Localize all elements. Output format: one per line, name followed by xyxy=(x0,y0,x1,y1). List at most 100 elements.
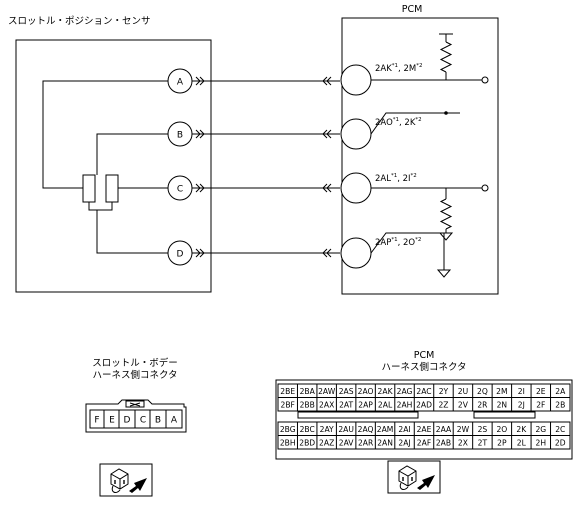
pcm-connector-pin: 2N xyxy=(497,400,508,409)
pcm-connector-pin: 2S xyxy=(478,425,488,434)
pcm-connector-pin: 2AP xyxy=(358,400,373,409)
harness-view-icon xyxy=(387,460,441,494)
pcm-terminal-2 xyxy=(340,118,372,150)
pcm-connector-pin: 2T xyxy=(478,438,488,447)
pcm-terminal-4 xyxy=(340,237,372,269)
pcm-connector-pin: 2L xyxy=(517,438,527,447)
body-connector-pin: E xyxy=(109,416,115,426)
pcm-terminal-1 xyxy=(340,64,372,96)
body-connector-face xyxy=(85,399,187,433)
sensor-title: スロットル・ポジション・センサ xyxy=(8,16,151,27)
pcm-connector-pin: 2AH xyxy=(397,400,413,409)
body-connector-pins: F E D C B A xyxy=(94,416,178,426)
pcm-terminal-labels: 2AK*1, 2M*2 2AO*1, 2K*2 2AL*1, 2I*2 2AP*… xyxy=(375,63,422,248)
body-connector-pin: C xyxy=(140,416,146,426)
sensor-pins: A B C D xyxy=(167,68,193,266)
pcm-connector-pin: 2AZ xyxy=(319,438,334,447)
pcm-connector-pin: 2AS xyxy=(339,387,354,396)
pcm-connector-pin: 2G xyxy=(535,425,546,434)
pcm-terminal-3 xyxy=(340,172,372,204)
pcm-connector-pin: 2V xyxy=(458,400,469,409)
pcm-connector-pin: 2J xyxy=(518,400,525,409)
pcm-connector-pin: 2AG xyxy=(397,387,413,396)
pcm-connector-pin: 2AE xyxy=(417,425,432,434)
pcm-connector-pin: 2C xyxy=(555,425,565,434)
pcm-connector-pin: 2AB xyxy=(436,438,451,447)
pcm-connector-pin: 2O xyxy=(496,425,507,434)
pcm-terminal-label: 2AP*1, 2O*2 xyxy=(375,237,421,248)
sensor-pin-c: C xyxy=(167,175,193,201)
pcm-connector-pin: 2BB xyxy=(300,400,315,409)
body-connector-pin: B xyxy=(155,416,161,426)
pcm-connector-pin: 2W xyxy=(457,425,470,434)
pcm-connector-pin: 2AT xyxy=(339,400,353,409)
pcm-connector-pin: 2AJ xyxy=(398,438,410,447)
pcm-connector-pin: 2Y xyxy=(439,387,449,396)
body-connector-pin: D xyxy=(124,416,131,426)
body-connector-pin: F xyxy=(94,416,99,426)
pcm-connector-pin: 2BA xyxy=(300,387,316,396)
sensor-internal-wiring xyxy=(42,80,168,254)
pcm-connector-pin: 2BF xyxy=(281,400,295,409)
pcm-box xyxy=(341,17,499,295)
pcm-connector-pin: 2AA xyxy=(436,425,452,434)
pcm-terminals xyxy=(340,64,372,269)
pcm-connector-pin: 2AO xyxy=(358,387,374,396)
pcm-connector-pin: 2AR xyxy=(358,438,374,447)
pcm-connector-pin: 2Z xyxy=(438,400,448,409)
pcm-connector-pin: 2AF xyxy=(417,438,431,447)
sensor-pin-label: A xyxy=(177,78,184,88)
sensor-pin-d: D xyxy=(167,240,193,266)
pcm-connector-pin: 2D xyxy=(555,438,566,447)
body-connector-title-1: スロットル・ボデー xyxy=(92,357,178,369)
pcm-connector-pin: 2I xyxy=(518,387,525,396)
harness-wires xyxy=(192,80,340,254)
pcm-connector-pin: 2AV xyxy=(339,438,355,447)
sensor-box xyxy=(15,39,212,293)
pcm-connector-pin: 2U xyxy=(458,387,468,396)
pcm-connector-pin: 2AU xyxy=(338,425,354,434)
pcm-connector-pin: 2AY xyxy=(320,425,334,434)
pcm-connector-pin: 2AL xyxy=(378,400,393,409)
pcm-connector-pin: 2AD xyxy=(416,400,432,409)
pcm-connector-pin: 2AQ xyxy=(358,425,374,434)
pcm-connector-pin: 2A xyxy=(555,387,566,396)
pcm-connector-pin: 2F xyxy=(536,400,545,409)
harness-view-icon xyxy=(99,463,153,497)
pcm-connector-pin: 2BH xyxy=(280,438,296,447)
pcm-connector-pin: 2E xyxy=(536,387,546,396)
pcm-connector-pin: 2AM xyxy=(377,425,394,434)
pcm-terminal-label: 2AO*1, 2K*2 xyxy=(375,117,422,128)
pcm-connector-pin: 2R xyxy=(477,400,488,409)
pcm-connector-pin: 2BG xyxy=(280,425,296,434)
pcm-connector-pin: 2P xyxy=(497,438,507,447)
pcm-internal-wiring xyxy=(370,33,482,278)
pcm-connector-pin: 2AI xyxy=(398,425,410,434)
pcm-terminal-label: 2AK*1, 2M*2 xyxy=(375,63,422,74)
sensor-pin-label: C xyxy=(177,185,183,195)
potentiometer-symbol xyxy=(82,174,122,211)
pcm-connector-pin: 2BE xyxy=(280,387,295,396)
sensor-side-chevrons xyxy=(195,76,205,258)
pcm-connector-pin: 2BC xyxy=(300,425,315,434)
pcm-connector-pin: 2AN xyxy=(377,438,393,447)
body-connector-title-2: ハーネス側コネクタ xyxy=(92,369,177,381)
pcm-connector-pin: 2AW xyxy=(318,387,336,396)
pcm-connector-pin: 2X xyxy=(458,438,468,447)
pcm-title: PCM xyxy=(402,4,423,15)
sensor-pin-a: A xyxy=(167,68,193,94)
body-connector-pin: A xyxy=(171,416,178,426)
pcm-connector-pin: 2B xyxy=(555,400,565,409)
pcm-connector-pin: 2H xyxy=(536,438,547,447)
pcm-connector-title-1: PCM xyxy=(414,350,435,361)
pcm-connector-pin: 2Q xyxy=(477,387,488,396)
output-terminal-3 xyxy=(481,184,489,192)
sensor-pin-b: B xyxy=(167,121,193,147)
pcm-side-chevrons xyxy=(322,76,332,258)
pcm-connector-pin: 2BD xyxy=(299,438,315,447)
sensor-pin-label: B xyxy=(177,131,183,141)
pcm-connector-pin: 2K xyxy=(516,425,527,434)
pcm-connector-pin: 2M xyxy=(496,387,507,396)
